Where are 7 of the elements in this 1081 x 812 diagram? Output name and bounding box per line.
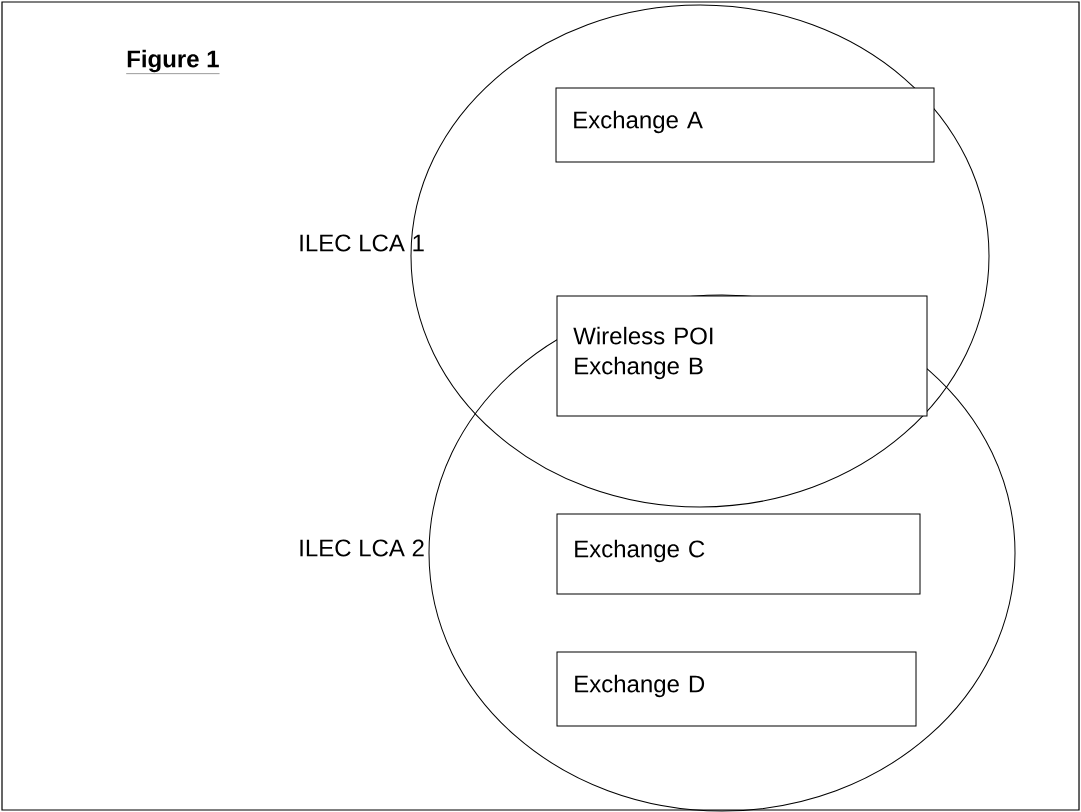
exchange-box: Exchange A — [555, 87, 935, 163]
exchange-box: Wireless POI Exchange B — [556, 295, 928, 417]
node-label: ILEC LCA 1 — [300, 234, 424, 252]
figure-title: Figure 1 — [126, 49, 220, 74]
exchange-box: Exchange D — [556, 651, 917, 727]
exchange-box: Exchange C — [556, 513, 921, 595]
node-label: ILEC LCA 2 — [300, 539, 424, 557]
